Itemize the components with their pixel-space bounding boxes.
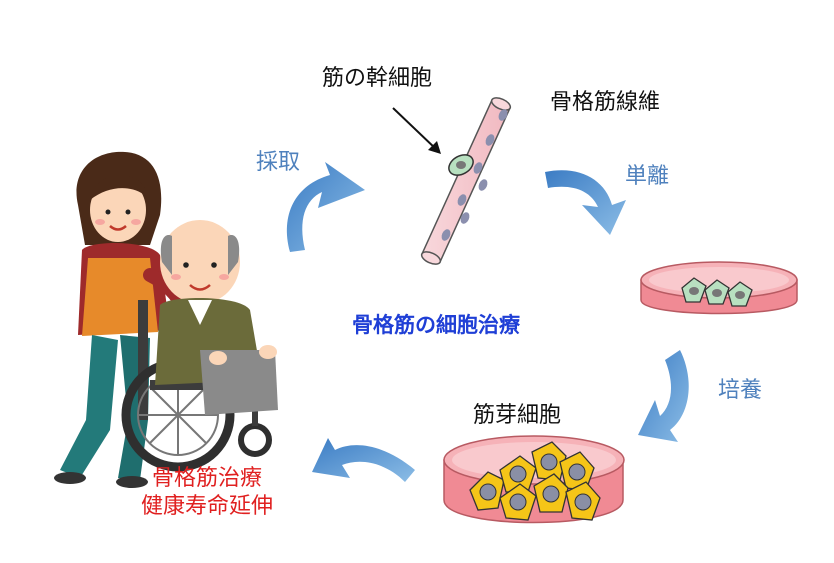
culture-dish-myoblasts bbox=[443, 435, 625, 524]
center-title: 骨格筋の細胞治療 bbox=[352, 313, 520, 337]
pointer-arrow bbox=[392, 107, 441, 154]
outcome-label: 骨格筋治療 健康寿命延伸 bbox=[122, 465, 292, 520]
arrow-collect bbox=[286, 162, 365, 252]
arrow-culture bbox=[638, 350, 689, 442]
step-isolate-label: 単離 bbox=[625, 164, 670, 189]
stem-cell bbox=[448, 154, 474, 176]
stem-cell-label: 筋の幹細胞 bbox=[322, 66, 433, 91]
arrow-isolate bbox=[545, 170, 626, 235]
outcome-line-2: 健康寿命延伸 bbox=[140, 493, 273, 519]
myoblast-label: 筋芽細胞 bbox=[473, 403, 562, 428]
muscle-fiber bbox=[420, 97, 512, 265]
muscle-fiber-label: 骨格筋線維 bbox=[550, 90, 661, 115]
culture-dish-isolated bbox=[640, 261, 798, 315]
arrow-treatment bbox=[312, 438, 415, 482]
step-culture-label: 培養 bbox=[718, 378, 763, 403]
elderly-man-illustration bbox=[155, 220, 278, 415]
step-collect-label: 採取 bbox=[256, 150, 301, 175]
outcome-line-1: 骨格筋治療 bbox=[151, 466, 262, 491]
